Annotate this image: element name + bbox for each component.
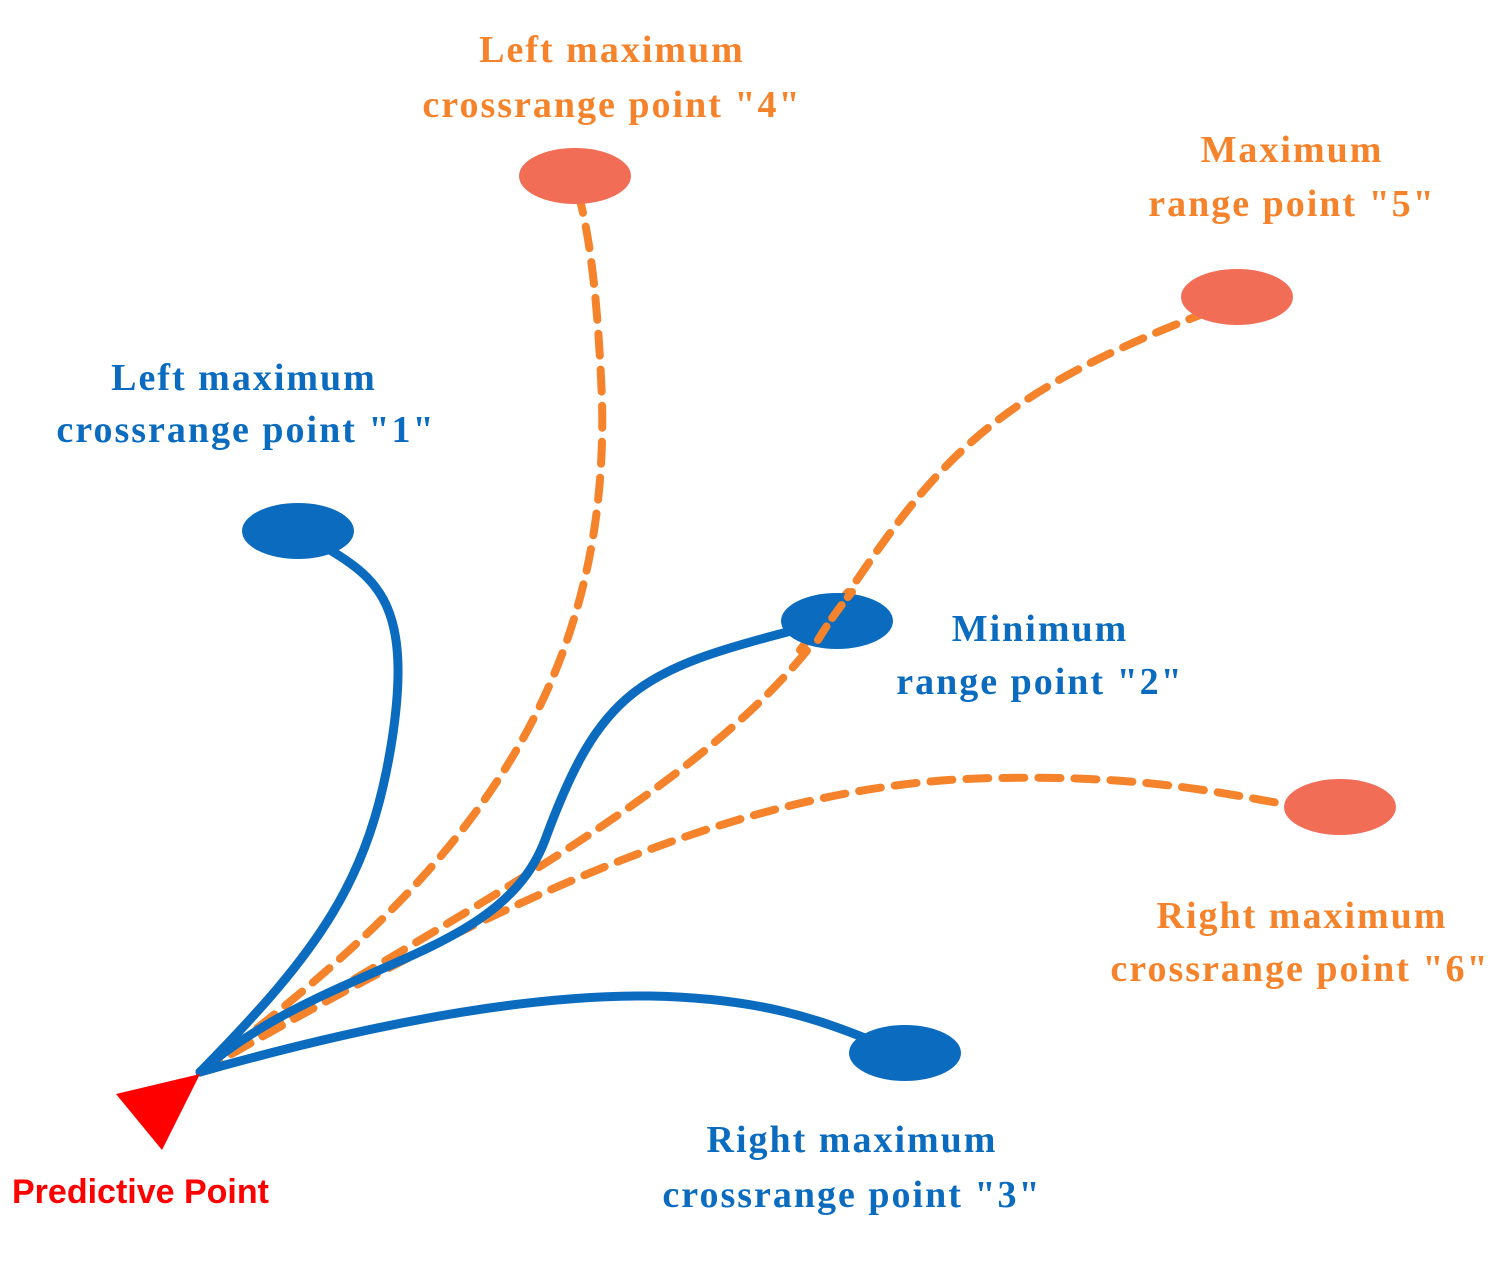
trajectory-to-point-5-over-marker — [814, 588, 856, 644]
trajectory-to-point-3 — [195, 991, 875, 1077]
point-1-marker — [242, 503, 354, 559]
point-4-label-line1: Left maximum — [479, 29, 745, 71]
point-3-label-line1: Right maximum — [707, 1119, 998, 1161]
predictive-point-label: Predictive Point — [12, 1173, 269, 1211]
point-6-label-line2: crossrange point "6" — [1110, 948, 1489, 990]
point-1-label-line2: crossrange point "1" — [56, 409, 435, 451]
trajectory-to-point-1 — [195, 545, 403, 1077]
point-2-label-line2: range point "2" — [896, 661, 1184, 703]
trajectory-to-point-2 — [195, 625, 800, 1077]
trajectory-to-point-5 — [196, 311, 1204, 1076]
point-3-label-line2: crossrange point "3" — [662, 1174, 1041, 1216]
point-5-label-line1: Maximum — [1201, 129, 1384, 171]
point-3-marker — [849, 1025, 961, 1081]
point-4-label-line2: crossrange point "4" — [422, 84, 801, 126]
red-triangle-icon — [116, 1074, 200, 1150]
point-4-marker — [519, 148, 631, 204]
point-5-marker — [1181, 269, 1293, 325]
point-1-label-line1: Left maximum — [111, 357, 377, 399]
point-5-label-line2: range point "5" — [1148, 183, 1436, 225]
point-6-marker — [1284, 779, 1396, 835]
trajectory-to-point-4 — [196, 196, 607, 1076]
point-6-label-line1: Right maximum — [1157, 895, 1448, 937]
point-2-marker — [781, 593, 893, 649]
point-2-label-line1: Minimum — [952, 608, 1129, 650]
